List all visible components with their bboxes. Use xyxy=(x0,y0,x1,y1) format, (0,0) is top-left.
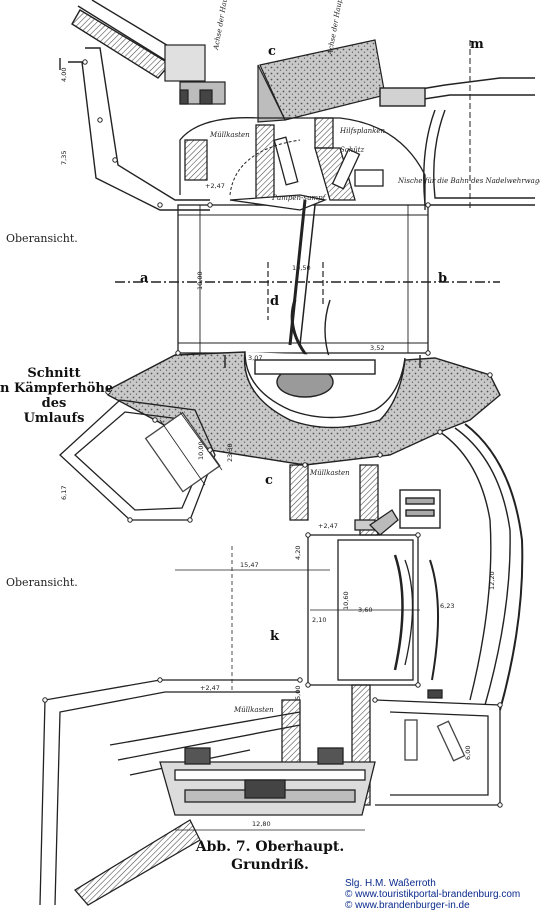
caption-subtitle: Grundriß. xyxy=(231,857,309,873)
caption-title: Abb. 7. Oberhaupt. xyxy=(195,839,345,855)
survey-markers xyxy=(42,59,503,808)
marker-c-mid: c xyxy=(265,473,273,488)
note-schuetz: Schütz xyxy=(340,146,365,154)
label-oberansicht-lower: Oberansicht. xyxy=(6,576,78,589)
dim-left-2: 7,35 xyxy=(60,151,68,165)
note-hilfsplanken: Hilfsplanken xyxy=(339,127,386,135)
upper-left-wing-wall xyxy=(59,0,210,211)
dim-top-left: 4,00 xyxy=(60,68,68,82)
marker-d: d xyxy=(270,294,279,309)
credit-line2: © www.touristikportal-brandenburg.com xyxy=(345,889,521,900)
lower-haupttraeger-beam xyxy=(159,747,376,831)
upper-haupttraeger-blocks xyxy=(164,39,386,123)
note-nische: Nische für die Bahn des Nadelwehrwagens xyxy=(397,177,540,185)
note-muellkasten-2: Müllkasten xyxy=(309,469,350,477)
credit-line1: Slg. H.M. Waßerroth xyxy=(345,878,436,889)
lower-gate-structure xyxy=(175,464,439,806)
lower-right-wall xyxy=(374,689,501,806)
dim-623: 6,23 xyxy=(440,602,454,610)
upper-chamber xyxy=(179,117,426,210)
figure-caption: Abb. 7. Oberhaupt. Grundriß. xyxy=(180,838,360,874)
dim-width: 10,00 xyxy=(196,271,204,290)
dim-elev-1: +2,47 xyxy=(205,182,225,190)
dim-500: 5,00 xyxy=(294,686,302,700)
label-schnitt-line1: Schnitt xyxy=(27,366,81,381)
label-schnitt-line4: Umlaufs xyxy=(23,411,85,426)
note-pumpen: Pumpen-sumpf xyxy=(271,194,327,202)
note-muellkasten-1: Müllkasten xyxy=(209,131,250,139)
dim-1220: 12,20 xyxy=(488,571,496,590)
upper-right-wall xyxy=(379,40,535,210)
marker-k: k xyxy=(270,629,280,644)
note-muellkasten-3: Müllkasten xyxy=(233,706,274,714)
dim-1060: 10,60 xyxy=(342,591,350,610)
dim-210: 2,10 xyxy=(312,616,326,624)
note-haupttraeger-left: Achse der Hauptträger xyxy=(212,0,234,51)
dim-elev-2: +2,47 xyxy=(318,522,338,530)
marker-c-top: c xyxy=(268,44,276,59)
dim-1547: 15,47 xyxy=(240,561,259,569)
dim-lower-1: 10,00 xyxy=(197,441,205,460)
credit-line3: © www.brandenburger-in.de xyxy=(345,900,470,911)
dim-617: 6,17 xyxy=(60,486,68,500)
marker-m: m xyxy=(470,37,484,52)
label-oberansicht-top: Oberansicht. xyxy=(6,232,78,245)
dim-elev-3: +2,47 xyxy=(200,684,220,692)
dim-352: 3,52 xyxy=(370,344,384,352)
dim-420: 4,20 xyxy=(294,546,302,560)
label-schnitt-block: Schnitt n Kämpferhöhe des Umlaufs xyxy=(0,366,114,426)
marker-a: a xyxy=(140,271,149,286)
image-credit: Slg. H.M. Waßerroth © www.touristikporta… xyxy=(345,878,520,911)
dim-axis: 10,50 xyxy=(292,264,311,272)
dim-lower-2: 23,30 xyxy=(226,443,234,462)
dim-600: 6,00 xyxy=(464,746,472,760)
label-schnitt-line3: des xyxy=(41,396,67,411)
main-lock-chamber xyxy=(177,194,429,361)
marker-b: b xyxy=(438,271,447,286)
dim-307: 3,07 xyxy=(248,354,262,362)
section-line-a-b xyxy=(115,262,500,320)
label-schnitt-line2: n Kämpferhöhe xyxy=(0,381,114,396)
lower-left-wing-wall xyxy=(39,679,301,906)
dim-1280: 12,80 xyxy=(252,820,271,828)
umlauf-cut-section xyxy=(107,351,501,466)
dim-360: 3,60 xyxy=(358,606,372,614)
lower-right-curved-wall xyxy=(399,423,524,711)
